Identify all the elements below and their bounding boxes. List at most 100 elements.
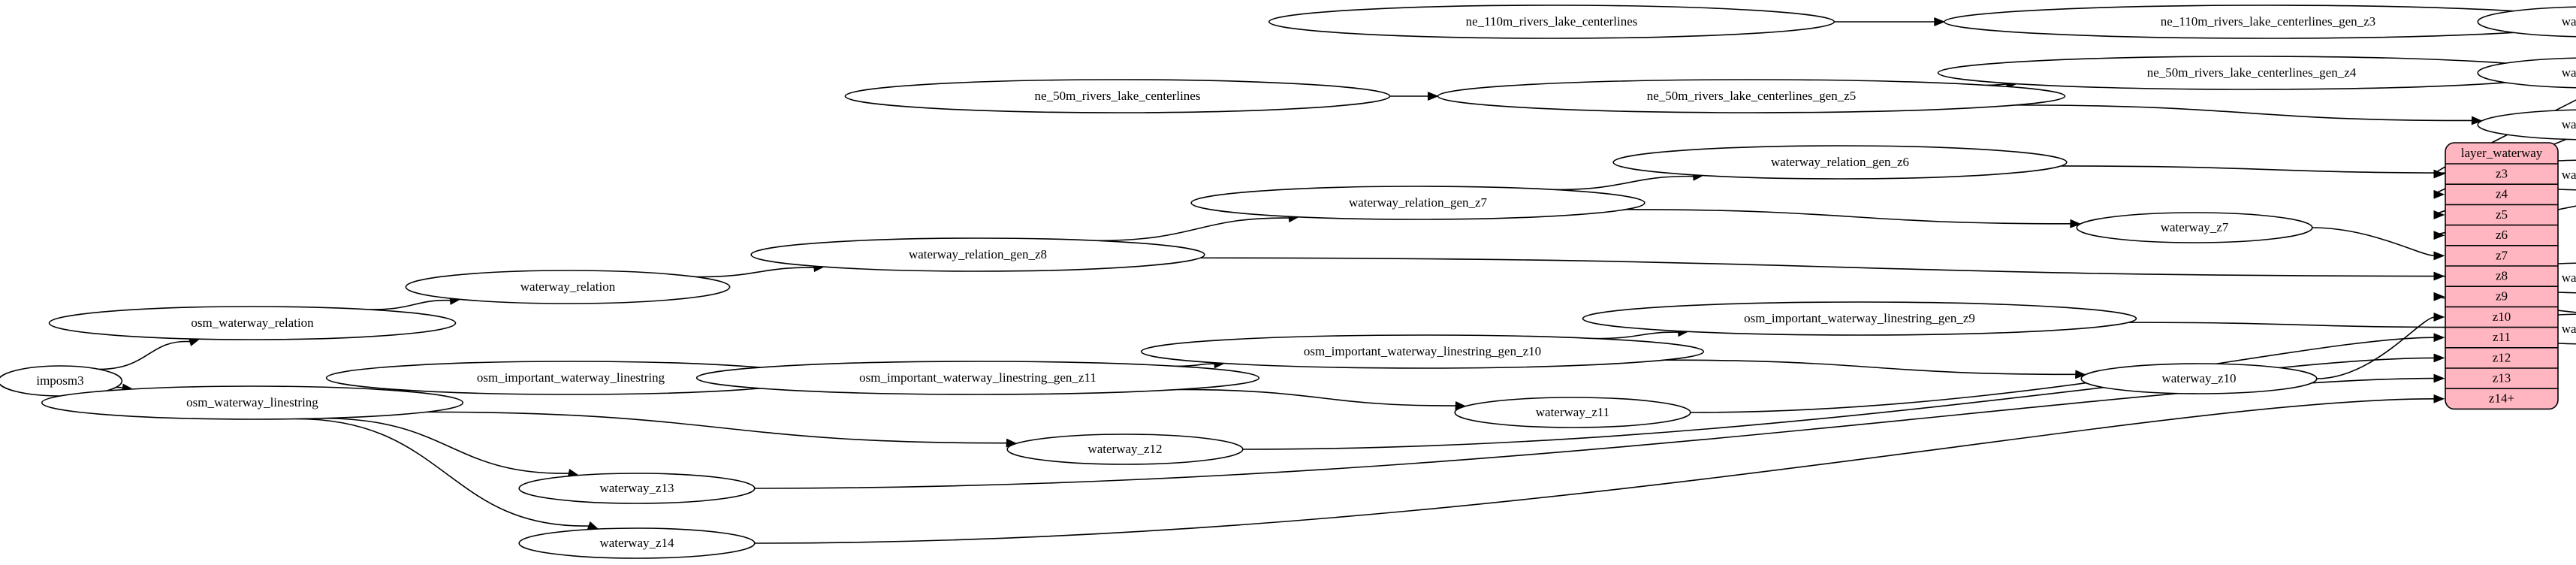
edge-waterway_z12-to-record-z12 [1242,353,2445,450]
edge-waterway_z7-to-record-z7 [2312,227,2445,261]
edge-path [296,418,590,527]
node-ne_50m_rivers_lake_centerlines[interactable]: ne_50m_rivers_lake_centerlines [844,79,1391,113]
node-ellipse-waterway_z14 [518,527,756,559]
record-node-layer: z3z4z5z6z7z8z9z10z11z12z13z14+layer_wate… [2445,142,2559,410]
node-ellipse-waterway_z3 [2477,6,2576,38]
node-ellipse-ne_110m_rivers_lake_centerlines [1268,5,1835,39]
edge-path [1664,359,2077,376]
node-ellipse-waterway_relation_gen_z6 [1612,145,2068,180]
node-ne_110m_rivers_lake_centerlines[interactable]: ne_110m_rivers_lake_centerlines [1268,5,1835,39]
node-waterway_z10[interactable]: waterway_z10 [2080,363,2318,394]
node-waterway_relation[interactable]: waterway_relation [405,270,731,304]
edge-ne_110m_rivers_lake_centerlines-to-ne_110m_rivers_lake_centerlines_gen_z3 [1834,17,1946,26]
edge-arrowhead [2433,313,2445,322]
node-ellipse-osm_waterway_linestring [41,385,464,420]
edge-path [1555,175,1694,191]
edge-arrowhead [2433,292,2445,301]
nodes-layer: imposm3osm_waterway_relationosm_waterway… [0,5,2576,559]
node-ellipse-waterway_relation [405,270,731,304]
node-ellipse-waterway_z5 [2477,109,2576,140]
node-ellipse-waterway_relation_gen_z7 [1190,186,1645,220]
node-osm_important_waterway_linestring_gen_z11[interactable]: osm_important_waterway_linestring_gen_z1… [695,361,1260,395]
edge-path [1594,331,1679,340]
node-waterway_z14[interactable]: waterway_z14 [518,527,756,559]
edge-path [1625,209,2071,225]
edge-osm_waterway_linestring-to-waterway_z14 [296,418,599,530]
node-waterway_relation_gen_z8[interactable]: waterway_relation_gen_z8 [750,237,1205,272]
node-osm_important_waterway_linestring_gen_z10[interactable]: osm_important_waterway_linestring_gen_z1… [1140,334,1705,369]
edge-arrowhead [2433,353,2445,363]
edge-ne_50m_rivers_lake_centerlines_gen_z5-to-waterway_z5 [2015,104,2483,125]
edge-path [1178,388,1457,406]
node-ellipse-waterway_z10 [2080,363,2318,394]
edge-arrowhead [2433,231,2445,240]
edge-path [1096,217,1290,242]
edge-osm_important_waterway_linestring_gen_z9-to-waterway_z9 [2128,322,2480,332]
node-waterway_z11[interactable]: waterway_z11 [1454,397,1691,428]
node-osm_waterway_relation[interactable]: osm_waterway_relation [48,306,457,340]
edge-path [2316,316,2436,379]
edge-path [2061,165,2470,174]
edge-arrowhead [1934,17,1946,26]
edge-path [2312,227,2436,257]
edge-waterway_relation_gen_z8-to-waterway_relation_gen_z7 [1096,213,1300,242]
edge-waterway_relation_gen_z7-to-waterway_relation_gen_z6 [1555,171,1704,191]
node-ellipse-ne_50m_rivers_lake_centerlines_gen_z5 [1437,79,2066,113]
edge-osm_important_waterway_linestring_gen_z10-to-waterway_z10 [1664,359,2087,379]
node-ellipse-ne_110m_rivers_lake_centerlines_gen_z3 [1944,5,2576,39]
edge-path [1200,257,2470,277]
edge-osm_waterway_linestring-to-waterway_z12 [426,411,1018,448]
edge-ne_50m_rivers_lake_centerlines-to-ne_50m_rivers_lake_centerlines_gen_z5 [1389,92,1439,101]
node-ne_50m_rivers_lake_centerlines_gen_z4[interactable]: ne_50m_rivers_lake_centerlines_gen_z4 [1937,56,2566,90]
edge-waterway_relation_gen_z6-to-waterway_z6 [2061,165,2480,178]
node-waterway_relation_gen_z6[interactable]: waterway_relation_gen_z6 [1612,145,2068,180]
edge-path [370,299,451,310]
edge-path [1175,363,1216,367]
node-ellipse-osm_important_waterway_linestring_gen_z11 [695,361,1260,395]
edge-arrowhead [2433,271,2445,281]
node-ellipse-osm_important_waterway_linestring_gen_z10 [1140,334,1705,369]
node-osm_important_waterway_linestring_gen_z9[interactable]: osm_important_waterway_linestring_gen_z9 [1582,301,2137,336]
node-ellipse-waterway_z11 [1454,397,1691,428]
node-ellipse-ne_50m_rivers_lake_centerlines [844,79,1391,113]
edge-path [754,398,2436,544]
node-ne_50m_rivers_lake_centerlines_gen_z5[interactable]: ne_50m_rivers_lake_centerlines_gen_z5 [1437,79,2066,113]
node-ellipse-waterway_relation_gen_z8 [750,237,1205,272]
node-ellipse-waterway_z13 [518,473,756,504]
edge-arrowhead [2433,169,2445,179]
node-waterway_z12[interactable]: waterway_z12 [1006,434,1244,465]
node-waterway_z13[interactable]: waterway_z13 [518,473,756,504]
edge-osm_important_waterway_linestring_gen_z11-to-waterway_z11 [1178,388,1467,410]
edge-arrowhead [587,521,599,530]
node-waterway_relation_gen_z7[interactable]: waterway_relation_gen_z7 [1190,186,1645,220]
edge-waterway_z10-to-record-z10 [2316,313,2445,379]
edge-path [2128,322,2470,328]
edge-arrowhead [2433,251,2445,261]
edge-imposm3-to-osm_waterway_relation [98,337,201,370]
node-waterway_z5[interactable]: waterway_z5 [2477,109,2576,140]
node-ellipse-waterway_z12 [1006,434,1244,465]
layer-waterway-record-body [2445,142,2559,410]
edge-waterway_relation_gen_z8-to-waterway_z8 [1200,257,2480,281]
edge-path [98,340,191,370]
edge-arrowhead [2433,333,2445,343]
node-waterway_z7[interactable]: waterway_z7 [2076,212,2313,243]
node-osm_waterway_linestring[interactable]: osm_waterway_linestring [41,385,464,420]
edge-arrowhead [1428,92,1439,101]
edge-arrowhead [2471,116,2483,125]
node-ellipse-osm_waterway_relation [48,306,457,340]
edge-path [2015,104,2473,122]
node-ellipse-osm_important_waterway_linestring_gen_z9 [1582,301,2137,336]
edge-arrowhead [2070,219,2082,228]
edge-arrowhead [2433,373,2445,383]
record-node-layer-waterway[interactable]: z3z4z5z6z7z8z9z10z11z12z13z14+layer_wate… [2445,142,2559,410]
edge-arrowhead [2433,210,2445,219]
edge-arrowhead [2433,189,2445,199]
edge-arrowhead [2433,394,2445,403]
edge-waterway_z14-to-record-z14+ [754,394,2445,544]
edge-arrowhead [2075,370,2087,379]
node-ellipse-waterway_z4 [2477,57,2576,89]
edge-path [1242,357,2436,450]
